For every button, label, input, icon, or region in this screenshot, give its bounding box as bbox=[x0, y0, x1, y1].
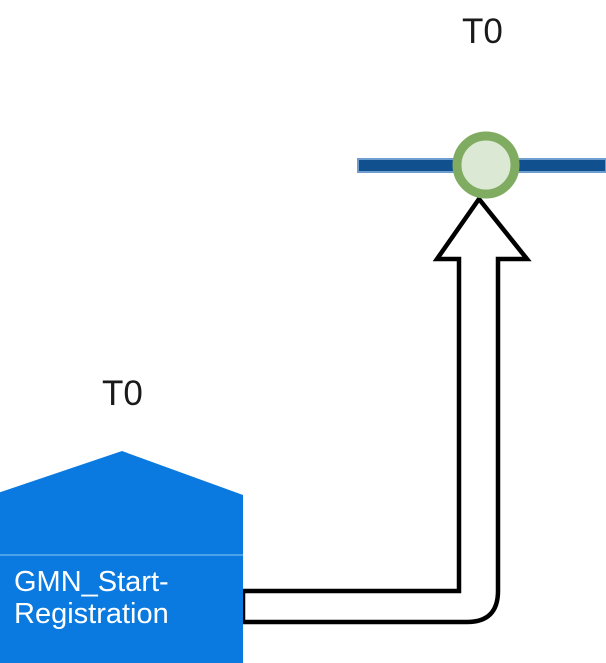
connector-outline-path bbox=[240, 195, 532, 625]
time-label-top: T0 bbox=[462, 12, 503, 51]
time-label-process-node: T0 bbox=[102, 374, 143, 413]
milestone-state-circle[interactable] bbox=[452, 131, 520, 199]
process-node-gmn-start-registration[interactable] bbox=[0, 451, 243, 663]
connector-tube-to-milestone[interactable] bbox=[240, 195, 532, 625]
process-node-pentagon bbox=[0, 451, 243, 663]
process-node-label: GMN_Start-Registration bbox=[14, 566, 169, 631]
